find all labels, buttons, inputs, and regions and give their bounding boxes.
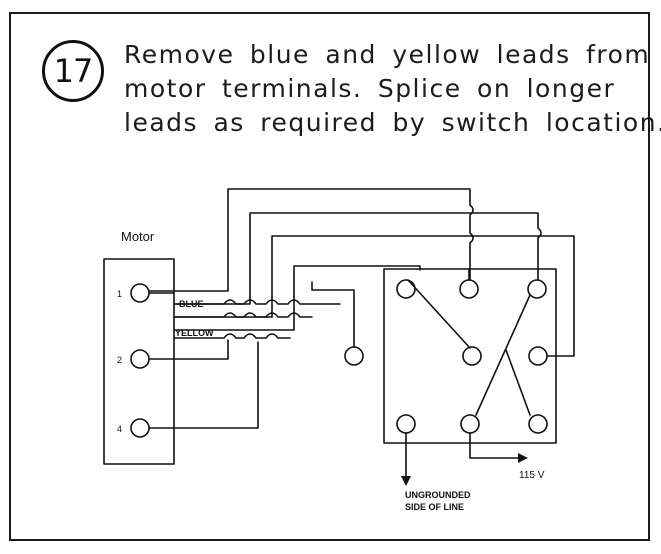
figure-frame xyxy=(9,12,650,541)
switch-terminal-bm xyxy=(460,414,480,434)
wire-fourth xyxy=(173,265,421,331)
switch-terminal-tr xyxy=(527,279,547,299)
lead-mid-line xyxy=(173,312,313,318)
instruction-text: Remove blue and yellow leads from motor … xyxy=(124,38,661,140)
arrow-right xyxy=(518,453,528,463)
loose-terminal xyxy=(344,346,364,366)
motor-box xyxy=(103,258,175,465)
instruction-line-2: motor terminals. Splice on longer xyxy=(124,74,616,103)
terminal-label-4: 4 xyxy=(117,424,122,434)
terminal-label-1: 1 xyxy=(117,289,122,299)
switch-cross-c xyxy=(505,349,531,416)
line-label-side: SIDE OF LINE xyxy=(405,502,464,512)
switch-terminal-mr xyxy=(528,346,548,366)
motor-label: Motor xyxy=(121,229,155,244)
lead-to-loose xyxy=(311,281,355,348)
switch-terminal-tl xyxy=(396,279,416,299)
yellow-lead-label: YELLOW xyxy=(175,328,214,338)
instruction-line-3: leads as required by switch location. xyxy=(124,108,661,137)
wire-second xyxy=(173,212,542,305)
motor-terminal-2 xyxy=(130,349,150,369)
step-number: 17 xyxy=(53,52,94,90)
step-number-badge: 17 xyxy=(42,40,104,102)
lead-terminal-2 xyxy=(148,339,229,360)
voltage-label: 115 V xyxy=(519,470,545,481)
switch-terminal-bl xyxy=(396,414,416,434)
lead-yellow-line xyxy=(173,333,291,339)
instruction-line-1: Remove blue and yellow leads from xyxy=(124,40,651,69)
motor-terminal-1 xyxy=(130,283,150,303)
switch-cross-a xyxy=(407,279,471,349)
switch-terminal-ml xyxy=(462,346,482,366)
wire-outer xyxy=(148,188,474,292)
switch-terminal-tm xyxy=(459,279,479,299)
lead-blue-line xyxy=(173,299,341,305)
switch-terminal-br xyxy=(528,414,548,434)
switch-cross-b xyxy=(475,294,531,416)
blue-lead-label: BLUE xyxy=(179,299,204,309)
lead-terminal-4 xyxy=(148,341,259,429)
motor-terminal-4 xyxy=(130,418,150,438)
wire-third xyxy=(173,235,575,357)
arrow-down xyxy=(401,476,411,486)
line-label-ungrounded: UNGROUNDED xyxy=(405,490,471,500)
line-lead-right xyxy=(469,432,521,459)
terminal-label-2: 2 xyxy=(117,355,122,365)
